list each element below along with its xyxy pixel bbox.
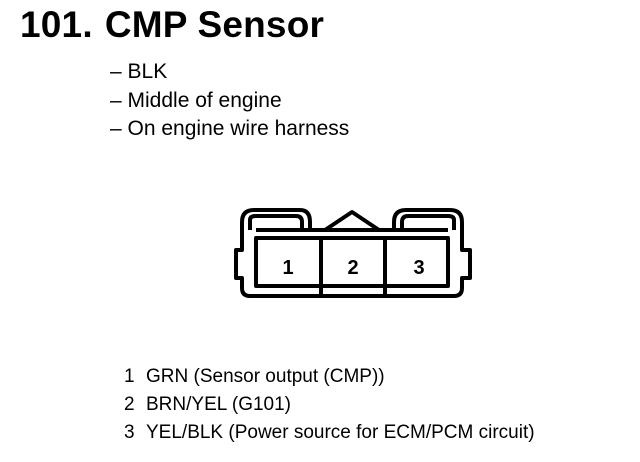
pin-description: GRN (Sensor output (CMP)) [146, 366, 385, 387]
page-title: 101. CMP Sensor [20, 4, 324, 46]
pin-description: BRN/YEL (G101) [146, 394, 292, 415]
left-lock-tab [248, 214, 304, 230]
terminal-2-label: 2 [347, 257, 358, 279]
component-details: – BLK – Middle of engine – On engine wir… [110, 58, 349, 144]
detail-location: – Middle of engine [110, 88, 282, 112]
terminal-1-label: 1 [282, 257, 293, 279]
right-lock-tab [400, 214, 456, 230]
detail-mounting: – On engine wire harness [110, 117, 350, 140]
pin-number: 2 [124, 394, 135, 415]
pin-number: 1 [124, 366, 135, 387]
pin-number: 3 [124, 422, 135, 443]
pinout-row: 3 YEL/BLK (Power source for ECM/PCM circu… [124, 419, 535, 447]
detail-color: – BLK [110, 60, 168, 83]
pin-description: YEL/BLK (Power source for ECM/PCM circui… [146, 422, 535, 443]
terminal-3-label: 3 [413, 257, 424, 279]
component-name: CMP Sensor [104, 4, 325, 45]
pinout-list: 1 GRN (Sensor output (CMP)) 2 BRN/YEL (G10… [124, 363, 535, 447]
connector-housing [234, 208, 472, 298]
pinout-row: 1 GRN (Sensor output (CMP)) [124, 363, 535, 391]
component-number: 101. [20, 4, 93, 45]
pinout-row: 2 BRN/YEL (G101) [124, 391, 535, 419]
connector-face-diagram: 1 2 3 [234, 208, 472, 298]
